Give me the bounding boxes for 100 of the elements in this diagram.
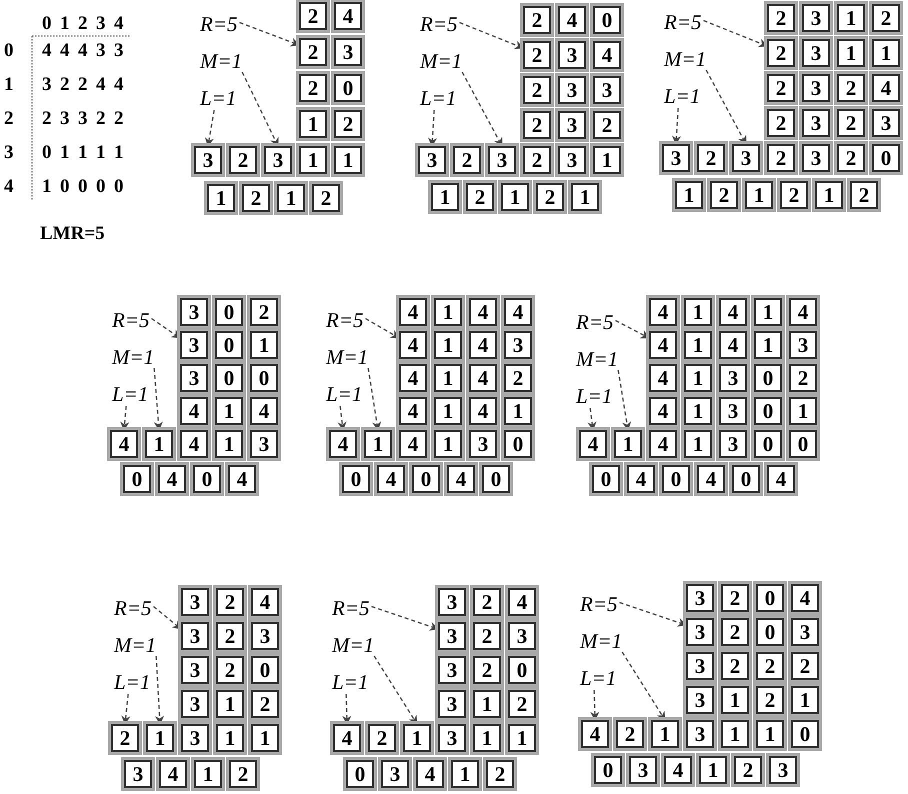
digit-cell: 1 — [593, 146, 621, 174]
digit-cell: 3 — [662, 144, 690, 172]
digit-cell: 1 — [207, 184, 235, 212]
digit-cell: 1 — [299, 110, 327, 138]
digit-cell: 4 — [180, 430, 208, 458]
digit-cell: 4 — [627, 465, 655, 493]
digit-cell: 3 — [504, 331, 532, 359]
digit-cell: 2 — [721, 584, 749, 612]
digit-cell: 1 — [215, 397, 243, 425]
digit-cell: 2 — [334, 110, 362, 138]
parameter-label: R=5 — [200, 14, 238, 35]
digit-cell: 1 — [675, 181, 703, 209]
table-value: 4 — [78, 41, 88, 60]
parameter-label: L=1 — [112, 384, 148, 405]
digit-cell: 3 — [719, 397, 747, 425]
table-value: 4 — [42, 41, 52, 60]
parameter-label: L=1 — [576, 386, 612, 407]
digit-cell: 1 — [815, 181, 843, 209]
digit-cell: 2 — [229, 146, 257, 174]
table-value: 3 — [60, 109, 70, 128]
digit-cell: 4 — [159, 760, 187, 788]
column-header: 0 — [42, 14, 52, 33]
digit-cell: 4 — [469, 364, 497, 392]
digit-cell: 4 — [180, 397, 208, 425]
digit-cell: 2 — [216, 656, 244, 684]
digit-cell: 3 — [181, 656, 209, 684]
digit-cell: 3 — [438, 656, 466, 684]
digit-cell: 3 — [791, 618, 819, 646]
parameter-label: L=1 — [326, 384, 362, 405]
digit-cell: 3 — [802, 4, 830, 32]
digit-cell: 4 — [158, 465, 186, 493]
digit-cell: 4 — [399, 397, 427, 425]
digit-cell: 1 — [473, 724, 501, 752]
digit-cell: 2 — [616, 720, 644, 748]
digit-cell: 2 — [523, 111, 551, 139]
table-value: 2 — [114, 109, 124, 128]
digit-cell: 2 — [216, 622, 244, 650]
digit-cell: 3 — [558, 76, 586, 104]
digit-cell: 4 — [504, 298, 532, 326]
digit-cell: 1 — [434, 298, 462, 326]
digit-cell: 3 — [438, 622, 466, 650]
digit-cell: 4 — [789, 298, 817, 326]
formula-text: LMR=5 — [40, 224, 105, 243]
digit-cell: 3 — [558, 41, 586, 69]
digit-cell: 3 — [558, 146, 586, 174]
digit-cell: 2 — [721, 618, 749, 646]
parameter-label: L=1 — [580, 668, 616, 689]
digit-cell: 1 — [504, 397, 532, 425]
digit-cell: 2 — [523, 6, 551, 34]
digit-cell: 1 — [250, 331, 278, 359]
digit-cell: 0 — [346, 760, 374, 788]
digit-cell: 0 — [732, 465, 760, 493]
digit-cell: 1 — [684, 397, 712, 425]
digit-cell: 0 — [662, 465, 690, 493]
digit-cell: 1 — [299, 146, 327, 174]
digit-cell: 1 — [473, 690, 501, 718]
table-value: 3 — [42, 75, 52, 94]
digit-cell: 4 — [697, 465, 725, 493]
table-value: 1 — [78, 143, 88, 162]
table-value: 2 — [42, 109, 52, 128]
digit-cell: 4 — [329, 430, 357, 458]
digit-cell: 4 — [469, 331, 497, 359]
column-header: 2 — [78, 14, 88, 33]
digit-cell: 1 — [571, 183, 599, 211]
parameter-label: M=1 — [112, 347, 154, 368]
digit-cell: 1 — [756, 720, 784, 748]
table-value: 1 — [60, 143, 70, 162]
digit-cell: 0 — [872, 144, 900, 172]
digit-cell: 3 — [558, 111, 586, 139]
digit-cell: 3 — [180, 364, 208, 392]
row-header: 1 — [4, 75, 14, 94]
digit-cell: 1 — [837, 39, 865, 67]
digit-cell: 4 — [767, 465, 795, 493]
table-value: 4 — [114, 75, 124, 94]
digit-cell: 1 — [614, 430, 642, 458]
digit-cell: 4 — [250, 397, 278, 425]
parameter-label: M=1 — [200, 51, 242, 72]
digit-cell: 4 — [872, 74, 900, 102]
digit-cell: 2 — [523, 41, 551, 69]
parameter-label: R=5 — [664, 12, 702, 33]
parameter-label: R=5 — [332, 598, 370, 619]
digit-cell: 4 — [593, 41, 621, 69]
table-value: 4 — [96, 75, 106, 94]
digit-cell: 3 — [418, 146, 446, 174]
digit-cell: 2 — [767, 4, 795, 32]
digit-cell: 3 — [181, 690, 209, 718]
digit-cell: 4 — [469, 397, 497, 425]
digit-cell: 0 — [593, 6, 621, 34]
digit-cell: 2 — [791, 652, 819, 680]
digit-cell: 1 — [146, 724, 174, 752]
digit-cell: 3 — [381, 760, 409, 788]
digit-cell: 0 — [250, 364, 278, 392]
digit-cell: 4 — [251, 588, 279, 616]
parameter-label: L=1 — [114, 672, 150, 693]
digit-cell: 0 — [791, 720, 819, 748]
digit-cell: 2 — [473, 622, 501, 650]
digit-cell: 2 — [721, 652, 749, 680]
digit-cell: 2 — [486, 760, 514, 788]
digit-cell: 3 — [508, 622, 536, 650]
digit-cell: 1 — [789, 397, 817, 425]
